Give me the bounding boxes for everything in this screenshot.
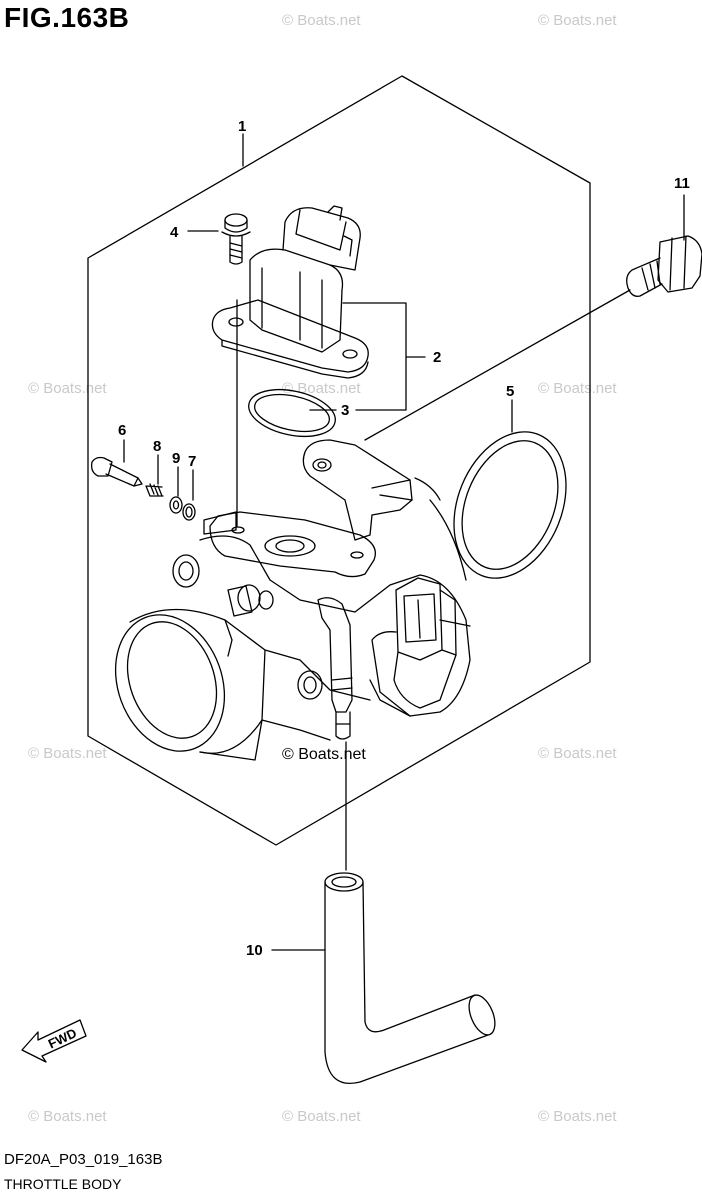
watermark-3: © Boats.net (28, 380, 107, 397)
watermark-center: © Boats.net (282, 746, 366, 763)
watermark-6: © Boats.net (28, 745, 107, 762)
watermark-8: © Boats.net (28, 1108, 107, 1125)
leader-11-axis (364, 289, 631, 441)
leader-2 (342, 302, 426, 411)
gasket-part-5 (453, 431, 567, 579)
watermark-7: © Boats.net (538, 745, 617, 762)
watermark-2: © Boats.net (538, 12, 617, 29)
callout-7: 7 (188, 453, 196, 470)
washer-part-9 (169, 496, 183, 514)
watermark-5: © Boats.net (538, 380, 617, 397)
seal-part-7 (182, 503, 196, 521)
callout-3: 3 (341, 402, 349, 419)
bolt-part-11 (626, 235, 702, 297)
callout-6: 6 (118, 422, 126, 439)
figure-name: THROTTLE BODY (4, 1176, 122, 1192)
fig-title: FIG.163B (4, 2, 130, 33)
screw-part-6 (90, 456, 143, 487)
watermark-10: © Boats.net (538, 1108, 617, 1125)
o-ring-part-3 (248, 388, 336, 438)
callout-4: 4 (170, 224, 179, 241)
figure-code: DF20A_P03_019_163B (4, 1151, 163, 1168)
sensor-part-2 (211, 205, 369, 379)
watermark-9: © Boats.net (282, 1108, 361, 1125)
fwd-arrow-icon (21, 1019, 87, 1063)
callout-2: 2 (433, 349, 441, 366)
hose-part-10 (324, 872, 496, 1084)
callout-10: 10 (246, 942, 263, 959)
callout-11: 11 (674, 175, 690, 192)
watermark-1: © Boats.net (282, 12, 361, 29)
assembly-boundary (87, 75, 591, 846)
callout-9: 9 (172, 450, 180, 467)
fwd-label: FWD (46, 1025, 79, 1051)
callout-8: 8 (153, 438, 161, 455)
spring-part-8 (145, 483, 164, 497)
throttle-body-main (114, 439, 471, 761)
bolt-part-4 (221, 213, 251, 265)
callout-1: 1 (238, 118, 246, 135)
callout-5: 5 (506, 383, 514, 400)
